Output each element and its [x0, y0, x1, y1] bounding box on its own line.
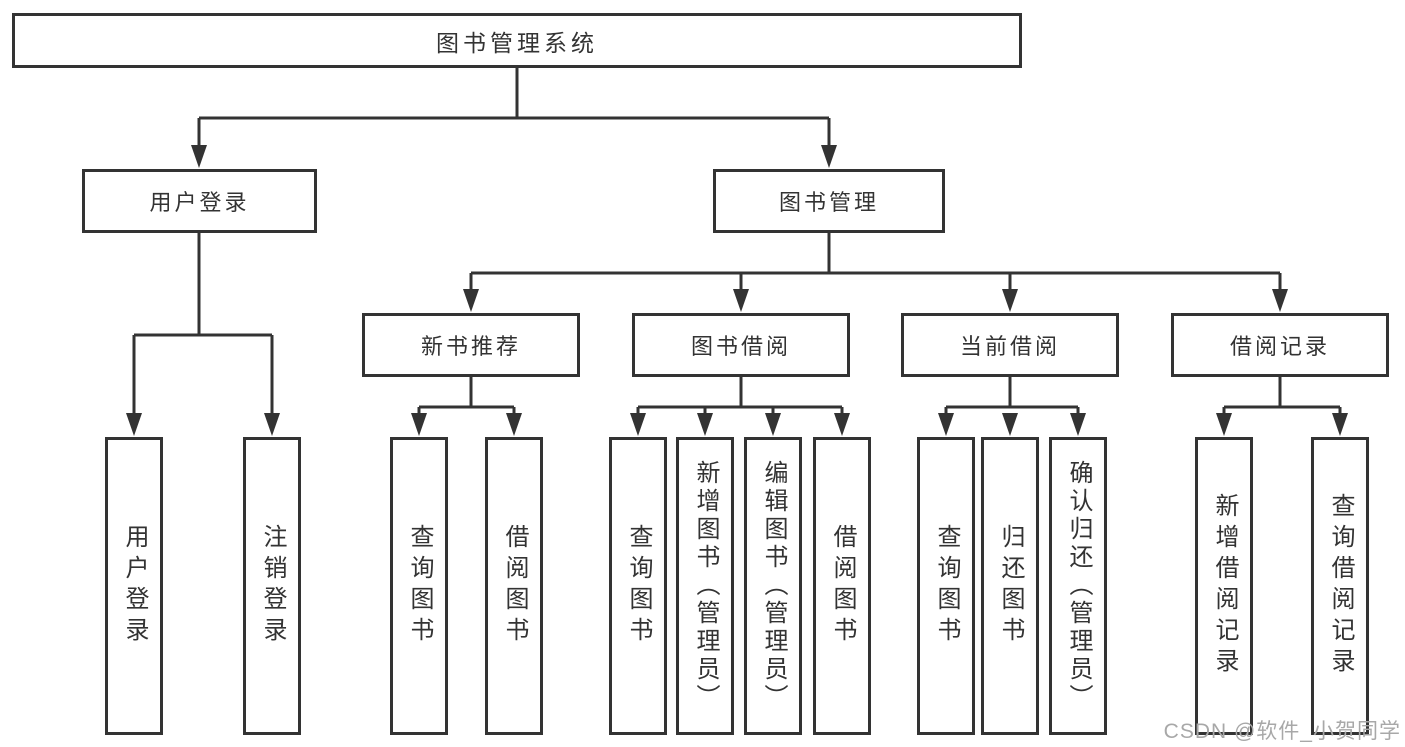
node-book-borrow: 图书借阅 — [632, 313, 850, 377]
leaf-logout-label: 注销登录 — [259, 524, 286, 648]
leaf-add-book-admin: 新增图书（管理员） — [676, 437, 734, 735]
node-new-book-recommend-label: 新书推荐 — [420, 334, 521, 359]
node-book-management-label: 图书管理 — [778, 190, 879, 215]
leaf-query-book-current: 查询图书 — [917, 437, 975, 735]
node-library-system-label: 图书管理系统 — [436, 29, 598, 56]
node-library-system: 图书管理系统 — [12, 13, 1022, 68]
node-current-borrow: 当前借阅 — [901, 313, 1119, 377]
watermark: CSDN @软件_小贺同学 — [1163, 720, 1401, 743]
node-book-borrow-label: 图书借阅 — [690, 334, 791, 359]
leaf-query-borrow-record-label: 查询借阅记录 — [1327, 493, 1354, 679]
node-new-book-recommend: 新书推荐 — [362, 313, 580, 377]
leaf-add-borrow-record: 新增借阅记录 — [1195, 437, 1253, 735]
leaf-query-book-current-label: 查询图书 — [933, 524, 960, 648]
node-borrow-records: 借阅记录 — [1171, 313, 1389, 377]
leaf-add-borrow-record-label: 新增借阅记录 — [1211, 493, 1238, 679]
node-user-login: 用户登录 — [82, 169, 317, 233]
leaf-confirm-return-admin-label: 确认归还（管理员） — [1065, 460, 1092, 712]
leaf-user-login-label: 用户登录 — [121, 524, 148, 648]
leaf-query-book-borrow: 查询图书 — [609, 437, 667, 735]
node-book-management: 图书管理 — [713, 169, 945, 233]
leaf-edit-book-admin-label: 编辑图书（管理员） — [760, 460, 787, 712]
leaf-add-book-admin-label: 新增图书（管理员） — [692, 460, 719, 712]
node-current-borrow-label: 当前借阅 — [959, 334, 1060, 359]
leaf-edit-book-admin: 编辑图书（管理员） — [744, 437, 802, 735]
leaf-return-book: 归还图书 — [981, 437, 1039, 735]
node-user-login-label: 用户登录 — [149, 190, 250, 215]
leaf-confirm-return-admin: 确认归还（管理员） — [1049, 437, 1107, 735]
leaf-logout: 注销登录 — [243, 437, 301, 735]
leaf-query-book-recommend: 查询图书 — [390, 437, 448, 735]
leaf-query-book-recommend-label: 查询图书 — [406, 524, 433, 648]
leaf-borrow-book: 借阅图书 — [813, 437, 871, 735]
leaf-query-book-borrow-label: 查询图书 — [625, 524, 652, 648]
leaf-query-borrow-record: 查询借阅记录 — [1311, 437, 1369, 735]
leaf-user-login: 用户登录 — [105, 437, 163, 735]
leaf-borrow-book-label: 借阅图书 — [829, 524, 856, 648]
leaf-return-book-label: 归还图书 — [997, 524, 1024, 648]
leaf-borrow-book-recommend-label: 借阅图书 — [501, 524, 528, 648]
leaf-borrow-book-recommend: 借阅图书 — [485, 437, 543, 735]
node-borrow-records-label: 借阅记录 — [1229, 334, 1330, 359]
